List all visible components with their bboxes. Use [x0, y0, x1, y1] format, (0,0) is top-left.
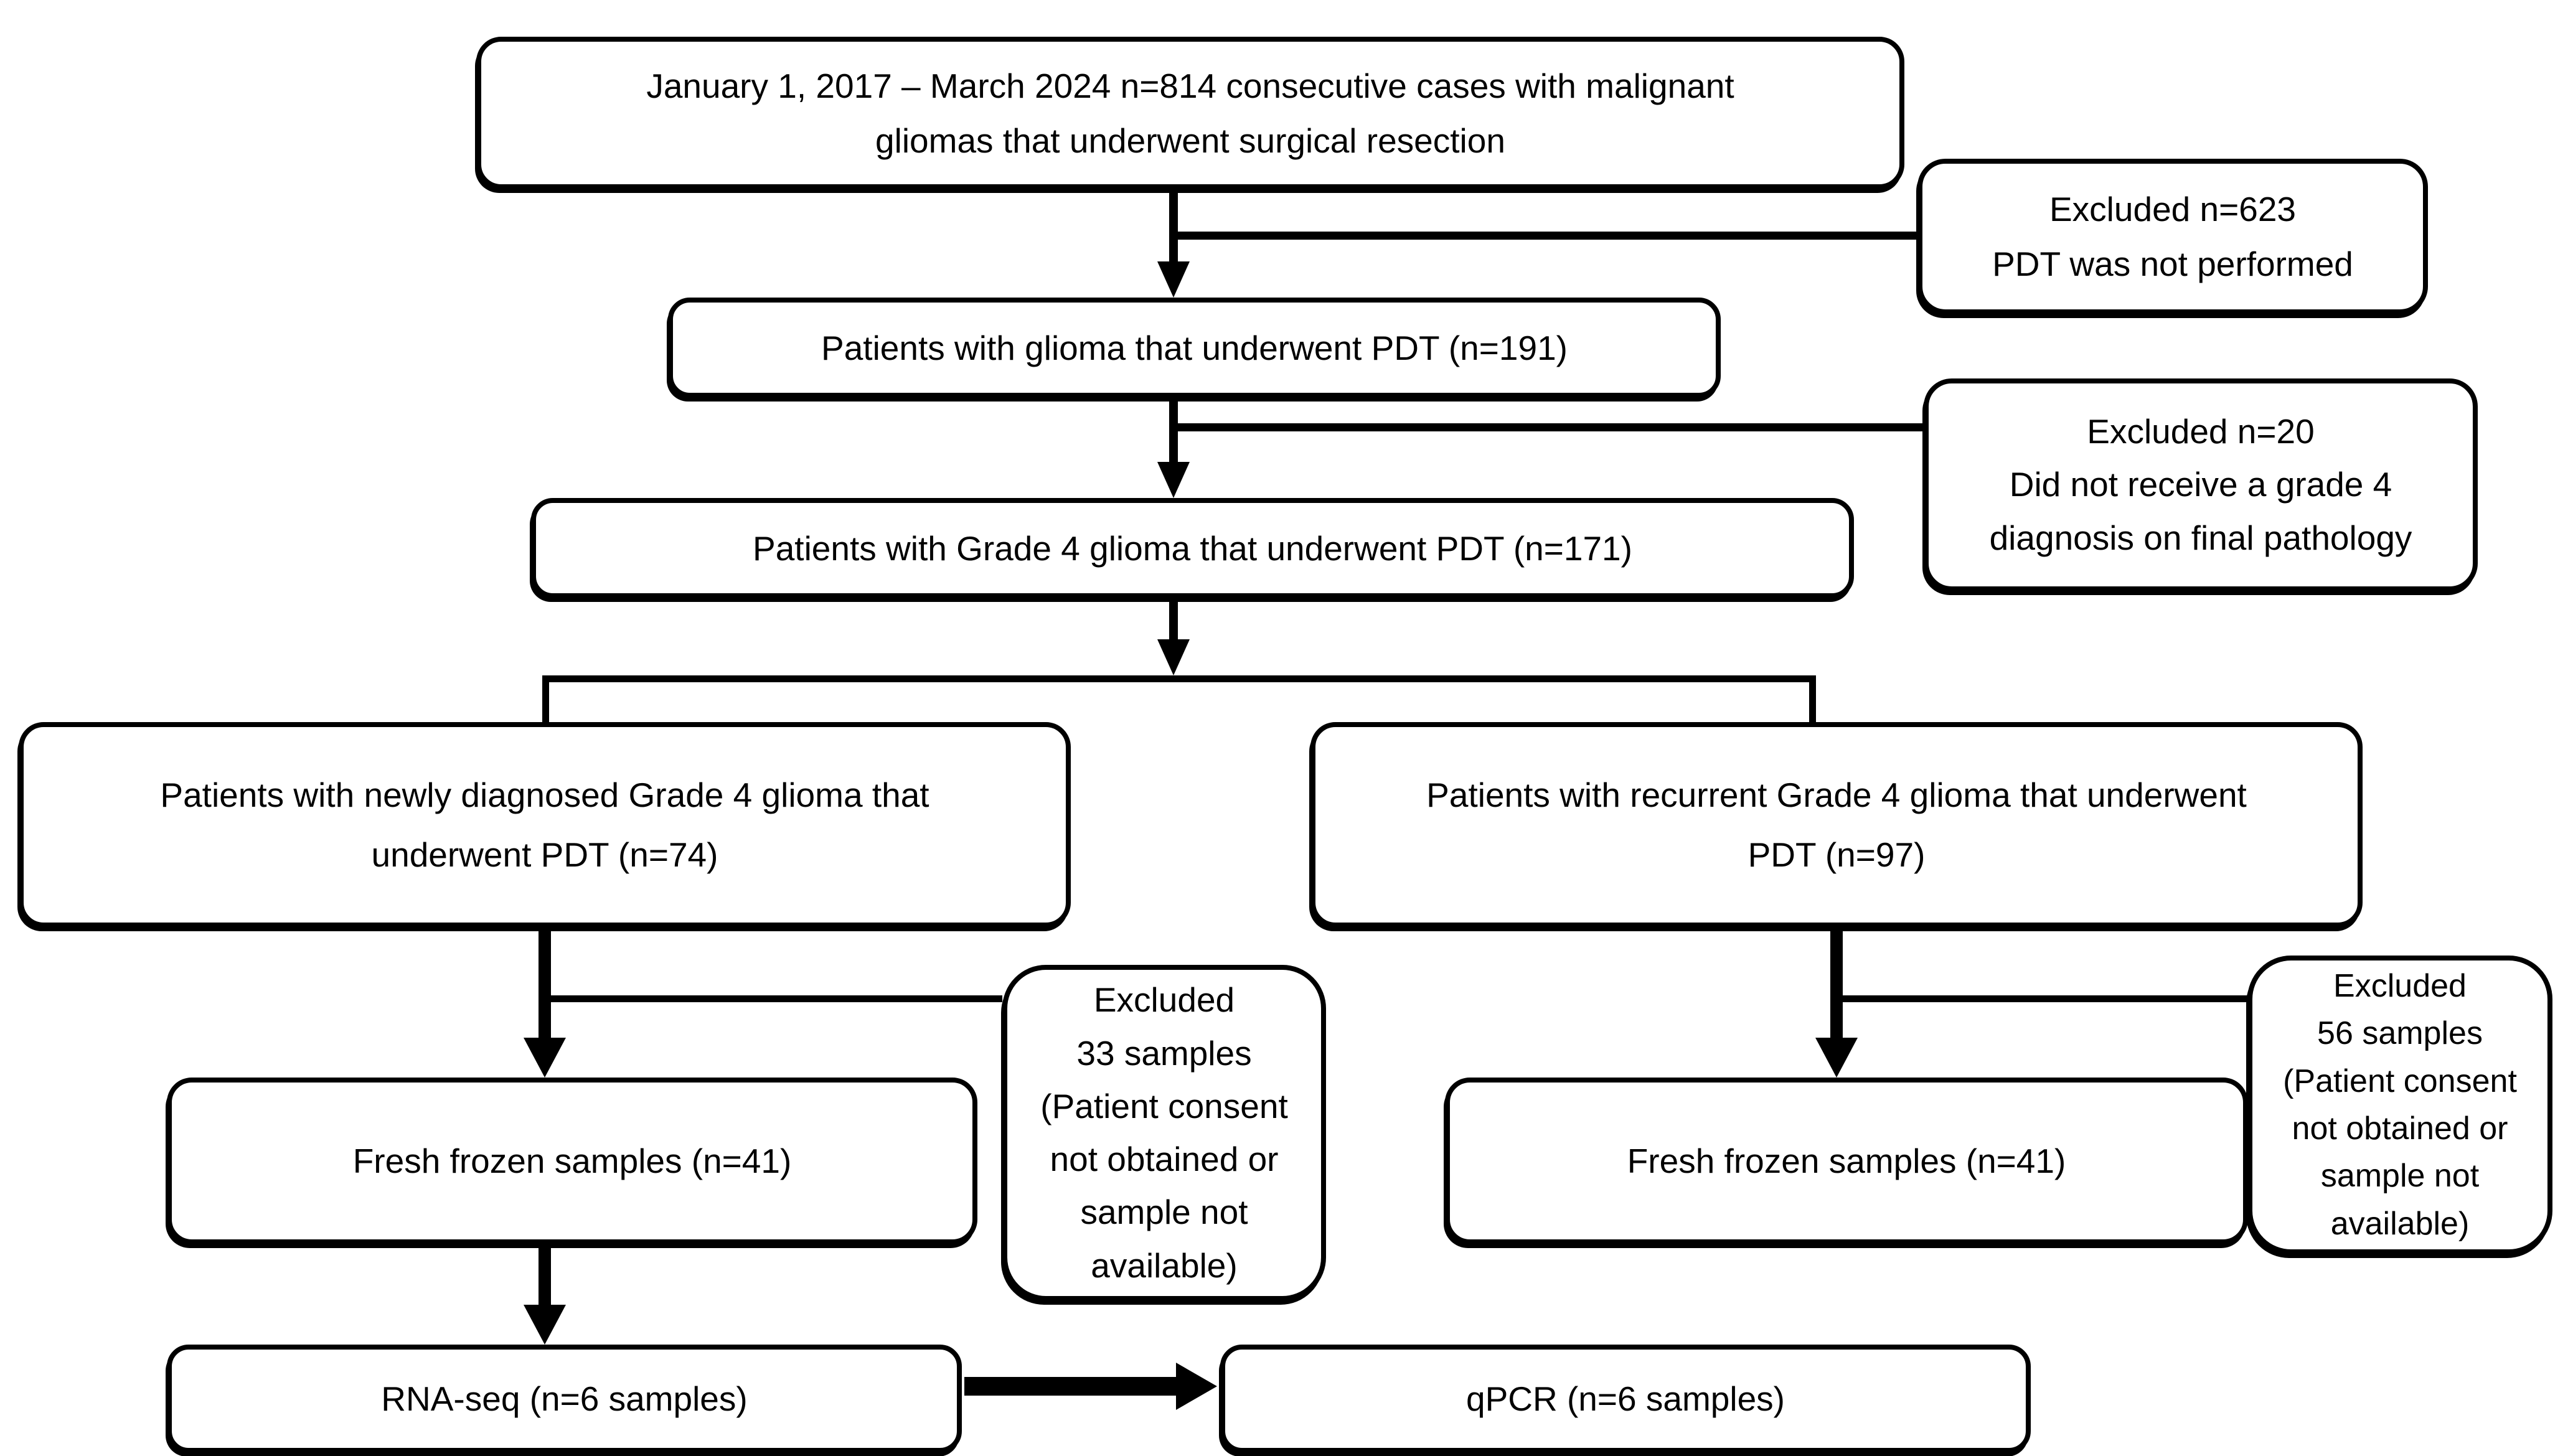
node-glioma-pdt: Patients with glioma that underwent PDT …	[668, 298, 1721, 398]
connector-to-excluded-56	[1837, 995, 2247, 1002]
node-excluded-20-text: Excluded n=20 Did not receive a grade 4 …	[1989, 412, 2412, 557]
node-excluded-33-samples: Excluded 33 samples (Patient consent not…	[1002, 965, 1326, 1301]
node-excluded-623-text: Excluded n=623 PDT was not performed	[1992, 190, 2353, 283]
node-newly-diagnosed: Patients with newly diagnosed Grade 4 gl…	[19, 722, 1071, 928]
arrow-rnaseq-to-qpcr-head	[1176, 1363, 1217, 1410]
connector-to-excluded-20	[1174, 423, 1924, 431]
arrow-top-to-glioma-stem	[1169, 186, 1178, 266]
node-recurrent-text: Patients with recurrent Grade 4 glioma t…	[1426, 775, 2247, 874]
node-fresh-frozen-left-text: Fresh frozen samples (n=41)	[352, 1142, 792, 1180]
arrow-grade4-to-split-stem	[1169, 596, 1178, 641]
arrow-top-to-glioma-head	[1157, 261, 1190, 298]
node-grade4-pdt-text: Patients with Grade 4 glioma that underw…	[753, 528, 1632, 568]
node-excluded-623: Excluded n=623 PDT was not performed	[1917, 159, 2428, 314]
arrow-glioma-to-grade4-head	[1157, 462, 1190, 498]
split-left-stub	[542, 675, 549, 724]
node-excluded-56-samples: Excluded 56 samples (Patient consent not…	[2247, 956, 2552, 1254]
connector-to-excluded-623	[1174, 232, 1917, 240]
arrow-newly-to-fresh-head	[524, 1038, 566, 1078]
node-qpcr: qPCR (n=6 samples)	[1220, 1345, 2031, 1453]
node-newly-diagnosed-text: Patients with newly diagnosed Grade 4 gl…	[160, 775, 929, 874]
arrow-recurrent-to-fresh-head	[1815, 1038, 1858, 1078]
arrow-fresh-to-rnaseq-head	[524, 1305, 566, 1345]
arrow-rnaseq-to-qpcr-stem	[964, 1377, 1176, 1396]
node-consecutive-cases-text: January 1, 2017 – March 2024 n=814 conse…	[646, 66, 1734, 160]
split-right-stub	[1809, 675, 1816, 724]
node-rna-seq: RNA-seq (n=6 samples)	[167, 1345, 962, 1453]
node-excluded-20: Excluded n=20 Did not receive a grade 4 …	[1924, 378, 2478, 591]
connector-to-excluded-33	[545, 995, 1002, 1002]
arrow-recurrent-to-fresh-stem	[1830, 926, 1843, 1040]
node-recurrent: Patients with recurrent Grade 4 glioma t…	[1310, 722, 2363, 928]
node-fresh-frozen-left: Fresh frozen samples (n=41)	[167, 1078, 977, 1244]
node-grade4-pdt: Patients with Grade 4 glioma that underw…	[531, 498, 1854, 598]
node-rna-seq-text: RNA-seq (n=6 samples)	[381, 1379, 748, 1418]
arrow-newly-to-fresh-stem	[539, 926, 551, 1040]
arrow-grade4-to-split-head	[1157, 639, 1190, 675]
node-consecutive-cases: January 1, 2017 – March 2024 n=814 conse…	[476, 37, 1904, 189]
node-excluded-33-samples-text: Excluded 33 samples (Patient consent not…	[1040, 980, 1288, 1285]
node-qpcr-text: qPCR (n=6 samples)	[1466, 1379, 1785, 1418]
node-excluded-56-samples-text: Excluded 56 samples (Patient consent not…	[2283, 967, 2517, 1242]
node-glioma-pdt-text: Patients with glioma that underwent PDT …	[821, 328, 1568, 367]
node-fresh-frozen-right-text: Fresh frozen samples (n=41)	[1627, 1142, 2066, 1180]
split-horizontal-line	[542, 675, 1816, 682]
arrow-fresh-to-rnaseq-stem	[539, 1244, 551, 1307]
node-fresh-frozen-right: Fresh frozen samples (n=41)	[1445, 1078, 2248, 1244]
